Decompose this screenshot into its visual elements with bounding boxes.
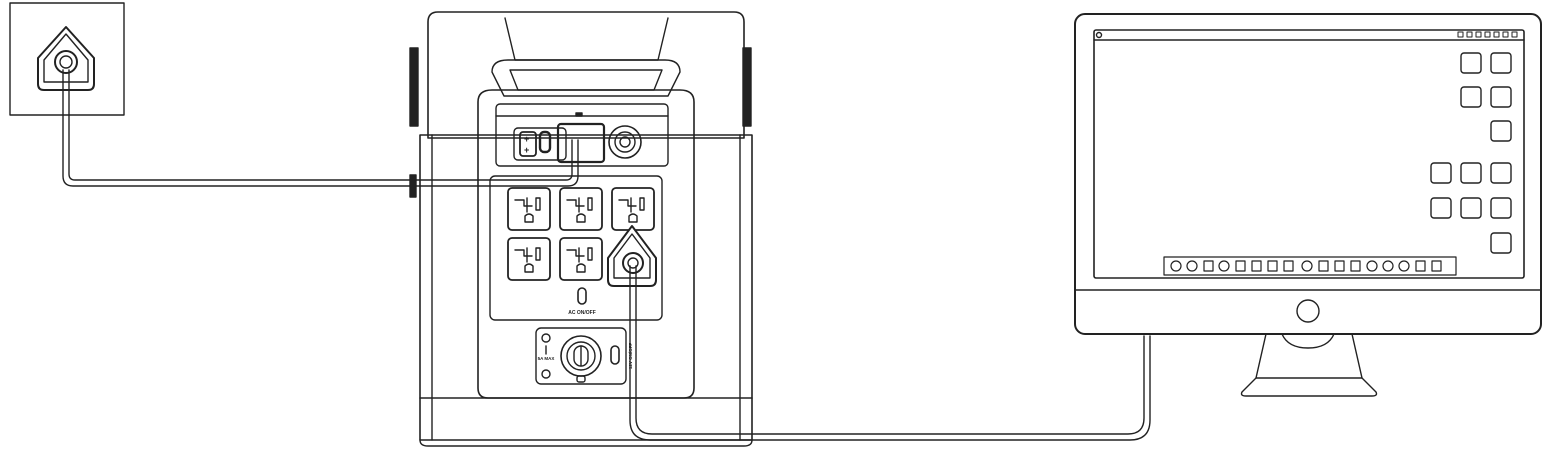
svg-text:+: + — [524, 134, 529, 144]
power-station: + + — [409, 11, 753, 447]
car-port-icon — [560, 335, 602, 383]
monitor — [1074, 13, 1542, 397]
ac-outlet-5 — [559, 237, 603, 281]
taskbar-dock — [1163, 256, 1457, 276]
input-panel: + + — [495, 103, 669, 167]
ac-input-port — [556, 122, 606, 164]
input-cable — [62, 69, 579, 187]
right-grip — [742, 47, 752, 127]
ac-outlet-3 — [611, 187, 655, 231]
power-button-icon — [1296, 299, 1320, 323]
desktop-icons — [1430, 52, 1512, 254]
wall-outlet — [9, 2, 125, 116]
xt60-port — [608, 125, 642, 159]
svg-text:+: + — [524, 145, 529, 155]
ac-outlet-panel: AC ON/OFF — [489, 175, 663, 321]
ac-outlet-2 — [559, 187, 603, 231]
dc-max-label: 5A MAX — [538, 356, 555, 361]
dc-panel: 5A MAX 12V ON/OFF — [535, 327, 633, 385]
wall-plate — [9, 2, 125, 116]
ac-switch-label: AC ON/OFF — [568, 310, 596, 316]
output-plug-icon — [607, 225, 657, 287]
window-controls — [1457, 31, 1518, 38]
wall-plug-icon — [37, 26, 95, 91]
output-cable — [629, 265, 1151, 441]
left-grip — [409, 47, 419, 198]
monitor-stand — [1240, 333, 1378, 397]
ac-outlet-4 — [507, 237, 551, 281]
ac-power-switch — [577, 287, 587, 305]
ac-outlet-1 — [507, 187, 551, 231]
